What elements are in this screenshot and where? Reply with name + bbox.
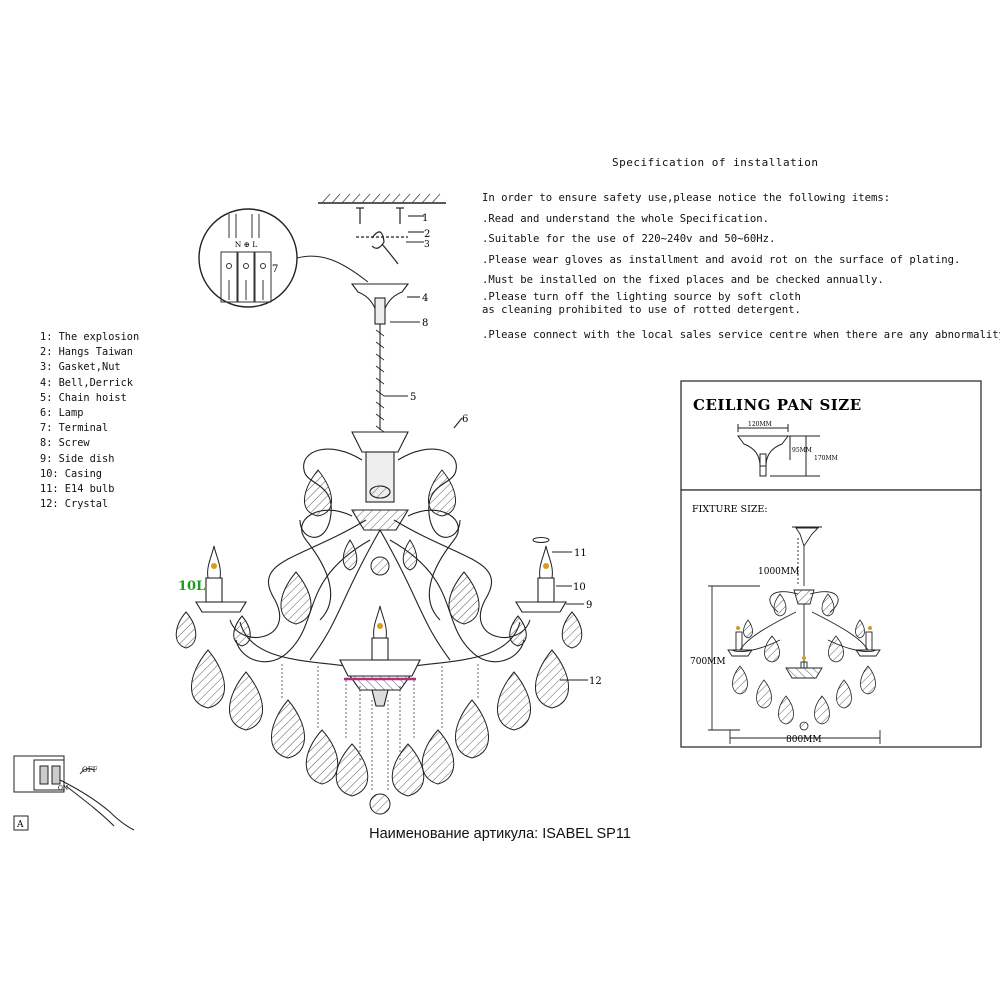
callout-8: 8 xyxy=(422,318,428,329)
mini-crystals xyxy=(732,593,876,731)
callout-7: 7 xyxy=(272,264,278,275)
instruction-item: .Read and understand the whole Specifica… xyxy=(482,212,770,225)
instruction-item: .Please turn off the lighting source by … xyxy=(482,290,801,303)
legend-item: 9: Side dish xyxy=(40,452,115,465)
ceiling-pan-panel: CEILING PAN SIZE 120MM 95MM 170MM xyxy=(680,380,982,491)
instructions: In order to ensure safety use,please not… xyxy=(482,188,1000,345)
callout-11: 11 xyxy=(574,548,587,559)
bead-strands xyxy=(281,664,479,790)
legend-item: 4: Bell,Derrick xyxy=(40,376,133,389)
terminal-detail: N ⊕ L 7 xyxy=(198,208,369,308)
callout-4: 4 xyxy=(422,293,428,304)
spec-title: Specification of installation xyxy=(612,156,819,169)
legend-item: 10: Casing xyxy=(40,467,102,480)
fixture-size-panel: FIXTURE SIZE: xyxy=(680,489,982,748)
ceiling-pan-total: 170MM xyxy=(814,455,838,462)
chandelier-body xyxy=(195,431,567,707)
instruction-item: .Please wear gloves as installment and a… xyxy=(482,253,961,266)
instruction-item: .Suitable for the use of 220~240v and 50… xyxy=(482,233,776,245)
instruction-item: .Must be installed on the fixed places a… xyxy=(482,274,884,286)
legend-item: 5: Chain hoist xyxy=(40,391,127,404)
legend-item: 8: Screw xyxy=(40,437,90,450)
callout-6: 6 xyxy=(462,414,468,425)
switch-on-label: ON xyxy=(58,785,68,792)
switch-illustration xyxy=(13,755,135,831)
callout-2: 2 xyxy=(424,229,430,240)
callout-highlight: 10L xyxy=(178,579,205,594)
canopy-and-chain xyxy=(350,215,463,433)
callout-9: 9 xyxy=(586,600,592,611)
ceiling-pan-height: 95MM xyxy=(792,447,812,454)
callout-1: 1 xyxy=(422,213,428,224)
fixture-size-title: FIXTURE SIZE: xyxy=(692,504,768,515)
crystals xyxy=(175,469,583,815)
legend-item: 11: E14 bulb xyxy=(40,483,115,496)
switch-box-label: A xyxy=(16,820,24,830)
callout-5: 5 xyxy=(410,392,416,403)
terminal-label: N ⊕ L xyxy=(235,240,258,249)
legend-item: 3: Gasket,Nut xyxy=(40,361,121,374)
instructions-intro: In order to ensure safety use,please not… xyxy=(482,192,891,204)
instruction-item: as cleaning prohibited to use of rotted … xyxy=(482,303,801,316)
bulbs xyxy=(207,537,553,639)
switch-off-label: OFF xyxy=(82,766,98,774)
fixture-width-size: 800MM xyxy=(786,735,822,745)
legend-item: 12: Crystal xyxy=(40,498,109,511)
legend-item: 1: The explosion xyxy=(40,331,140,343)
fixture-chain-size: 1000MM xyxy=(758,567,799,577)
legend-item: 2: Hangs Taiwan xyxy=(40,346,133,359)
callout-10: 10 xyxy=(573,582,586,593)
fixture-height-size: 700MM xyxy=(690,657,726,667)
instruction-item: .Please connect with the local sales ser… xyxy=(482,328,1000,341)
ceiling-pan-title: CEILING PAN SIZE xyxy=(693,396,862,414)
article-caption: Наименование артикула: ISABEL SP11 xyxy=(369,826,631,842)
callout-3: 3 xyxy=(424,240,430,250)
parts-legend: 1: The explosion 2: Hangs Taiwan 3: Gask… xyxy=(40,330,139,512)
callout-12: 12 xyxy=(589,676,602,687)
ceiling-pan-width: 120MM xyxy=(748,421,772,428)
ceiling xyxy=(318,193,446,265)
legend-item: 7: Terminal xyxy=(40,422,109,435)
callout-lines-right xyxy=(552,551,588,681)
legend-item: 6: Lamp xyxy=(40,407,84,420)
